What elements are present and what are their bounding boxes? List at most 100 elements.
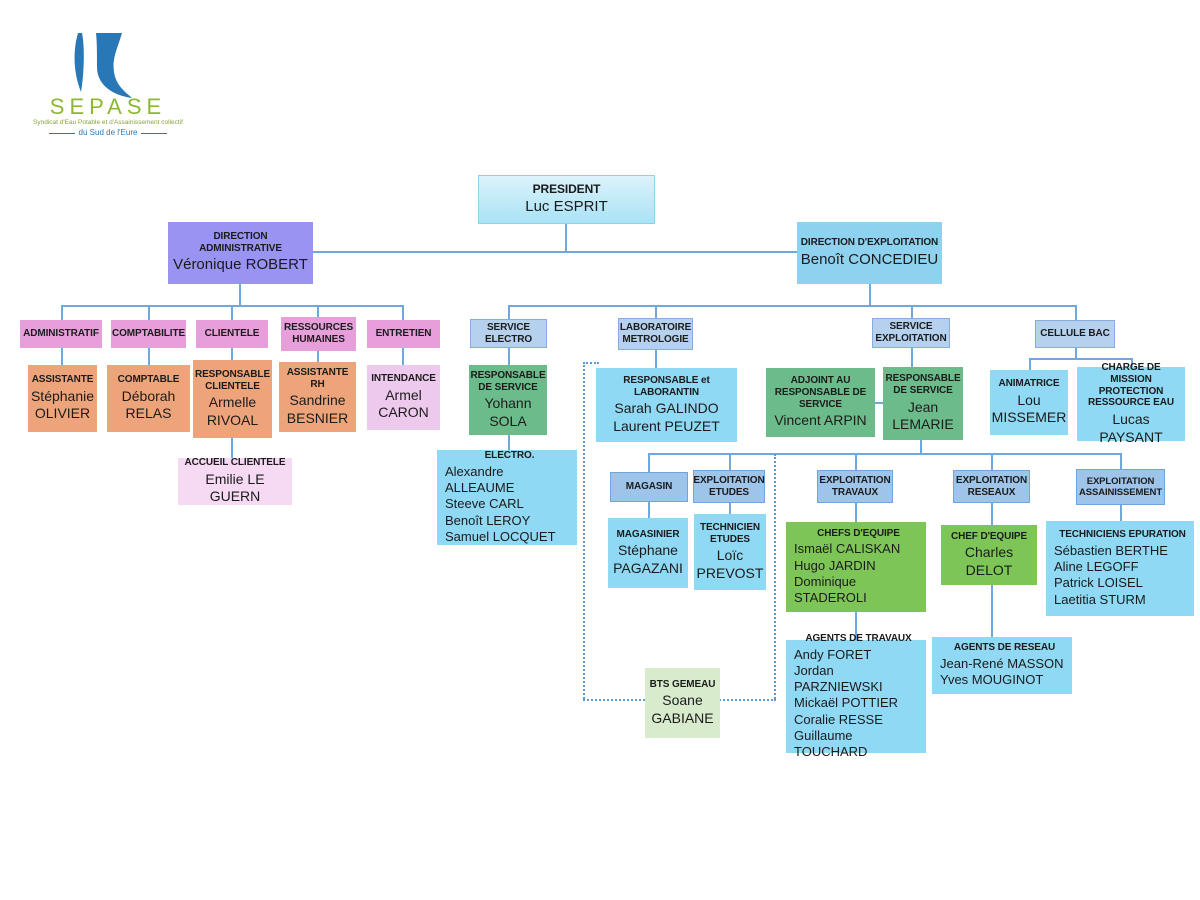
org-box-exploitation-etudes: EXPLOITATION ETUDES (693, 470, 765, 503)
box-title: ASSISTANTE (31, 374, 94, 386)
connector-line (911, 340, 913, 374)
connector-line (648, 453, 1120, 455)
org-box-responsable-clientele: RESPONSABLE CLIENTELE Armelle RIVOAL (193, 360, 272, 438)
box-title: COMPTABILITE (111, 328, 186, 340)
connector-line (565, 224, 567, 252)
org-box-magasinier: MAGASINIER Stéphane PAGAZANI (608, 518, 688, 588)
org-box-entretien: ENTRETIEN (367, 320, 440, 348)
connector-line (920, 436, 922, 454)
connector-line (648, 453, 650, 475)
box-title: RESPONSABLE et LABORANTIN (623, 374, 710, 398)
box-names: Stéphanie OLIVIER (30, 387, 95, 422)
org-box-direction-administrative: DIRECTION ADMINISTRATIVE Véronique ROBER… (168, 222, 313, 284)
org-box-laboratoire-metrologie: LABORATOIRE METROLOGIE (618, 318, 693, 350)
box-title: RESPONSABLE DE SERVICE (885, 373, 961, 396)
org-box-exploitation-reseaux: EXPLOITATION RESEAUX (953, 470, 1030, 503)
connector-line (991, 453, 993, 475)
box-title: EXPLOITATION TRAVAUX (819, 474, 891, 498)
box-names: Véronique ROBERT (173, 256, 308, 274)
connector-line (317, 305, 319, 323)
box-names: Alexandre ALLEAUME Steeve CARL Benoît LE… (445, 463, 556, 544)
connector-line (1029, 358, 1131, 360)
box-names: Andy FORET Jordan PARZNIEWSKI Mickaël PO… (794, 646, 899, 760)
connector-line (991, 498, 993, 530)
connector-line (239, 283, 241, 307)
box-title: SERVICE ELECTRO (484, 321, 533, 345)
box-title: DIRECTION ADMINISTRATIVE (199, 230, 282, 254)
connector-line (1029, 358, 1031, 375)
connector-line (1075, 344, 1077, 359)
sepase-logo-subtitle: Syndicat d'Eau Potable et d'Assainisseme… (33, 119, 183, 126)
connector-line (508, 340, 510, 372)
org-box-adjoint-responsable: ADJOINT AU RESPONSABLE DE SERVICE Vincen… (766, 368, 875, 437)
box-title: CHEFS D'EQUIPE (817, 527, 900, 539)
box-title: ENTRETIEN (375, 328, 432, 340)
connector-line (508, 305, 510, 327)
org-box-chefs-equipe: CHEFS D'EQUIPE Ismaël CALISKAN Hugo JARD… (786, 522, 926, 612)
logo-dash-left (48, 132, 75, 134)
logo-dash-right (141, 132, 168, 134)
box-title: AGENTS DE RESEAU (953, 642, 1056, 654)
box-names: Luc ESPRIT (525, 198, 608, 216)
box-title: ELECTRO. (484, 449, 535, 461)
org-box-assistante-rh: ASSISTANTE RH Sandrine BESNIER (279, 362, 356, 432)
connector-line (1120, 453, 1122, 475)
org-box-assistante: ASSISTANTE Stéphanie OLIVIER (28, 365, 97, 432)
connector-line (648, 498, 650, 523)
sepase-logo-region: du Sud de l'Eure (28, 129, 188, 137)
org-box-electro-team: ELECTRO. Alexandre ALLEAUME Steeve CARL … (437, 450, 577, 545)
box-title: RESPONSABLE DE SERVICE (470, 369, 546, 393)
connector-line (1075, 305, 1077, 327)
connector-line (148, 305, 150, 323)
box-names: Jean-René MASSON Yves MOUGINOT (940, 656, 1064, 688)
box-names: Sébastien BERTHE Aline LEGOFF Patrick LO… (1054, 542, 1168, 607)
box-names: Soane GABIANE (651, 692, 714, 726)
org-box-administratif: ADMINISTRATIF (20, 320, 102, 348)
org-box-bts-gemeau: BTS GEMEAU Soane GABIANE (645, 668, 720, 738)
box-names: Benoît CONCEDIEU (800, 250, 939, 268)
org-box-president: PRESIDENT Luc ESPRIT (478, 175, 655, 224)
org-box-exploitation-assainissement: EXPLOITATION ASSAINISSEMENT (1076, 469, 1165, 505)
connector-line (872, 402, 886, 404)
connector-line (855, 608, 857, 644)
org-box-magasin: MAGASIN (610, 472, 688, 502)
org-box-chef-equipe: CHEF D'EQUIPE Charles DELOT (941, 525, 1037, 585)
box-names: Loïc PREVOST (696, 547, 764, 581)
org-box-comptable: COMPTABLE Déborah RELAS (107, 365, 190, 432)
box-title: ACCUEIL CLIENTELE (184, 457, 286, 469)
box-title: CELLULE BAC (1040, 328, 1110, 340)
org-box-service-exploitation: SERVICE EXPLOITATION (872, 318, 950, 348)
box-names: Armel CARON (378, 386, 429, 421)
box-title: COMPTABLE (117, 374, 180, 386)
dotted-connector-line (774, 454, 776, 699)
org-box-exploitation-travaux: EXPLOITATION TRAVAUX (817, 470, 893, 503)
box-title: AGENTS DE TRAVAUX (805, 632, 912, 644)
box-title: DIRECTION D'EXPLOITATION (800, 236, 939, 248)
box-title: RESPONSABLE CLIENTELE (194, 368, 271, 392)
org-box-agents-reseau: AGENTS DE RESEAU Jean-René MASSON Yves M… (932, 637, 1072, 694)
dotted-connector-line (583, 362, 585, 699)
org-box-service-electro: SERVICE ELECTRO (470, 319, 547, 348)
box-title: ASSISTANTE RH (286, 366, 349, 390)
box-title: ADMINISTRATIF (23, 328, 99, 340)
connector-line (148, 340, 150, 370)
connector-line (869, 283, 871, 307)
sepase-logo-mark (74, 33, 132, 98)
box-names: Emilie LE GUERN (205, 470, 265, 505)
box-names: Lucas PAYSANT (1099, 411, 1163, 445)
connector-line (729, 453, 731, 475)
box-names: Vincent ARPIN (774, 412, 867, 429)
org-box-techniciens-epuration: TECHNICIENS EPURATION Sébastien BERTHE A… (1046, 521, 1194, 616)
dotted-connector-line (583, 362, 599, 364)
box-title: INTENDANCE (371, 373, 436, 385)
org-box-responsable-laborantin: RESPONSABLE et LABORANTIN Sarah GALINDO … (596, 368, 737, 442)
connector-line (231, 430, 233, 465)
connector-line (313, 251, 797, 253)
box-title: ADJOINT AU RESPONSABLE DE SERVICE (774, 375, 867, 410)
dotted-connector-line (583, 699, 649, 701)
connector-line (911, 305, 913, 327)
connector-line (508, 430, 510, 456)
connector-line (855, 453, 857, 475)
connector-line (508, 305, 1075, 307)
